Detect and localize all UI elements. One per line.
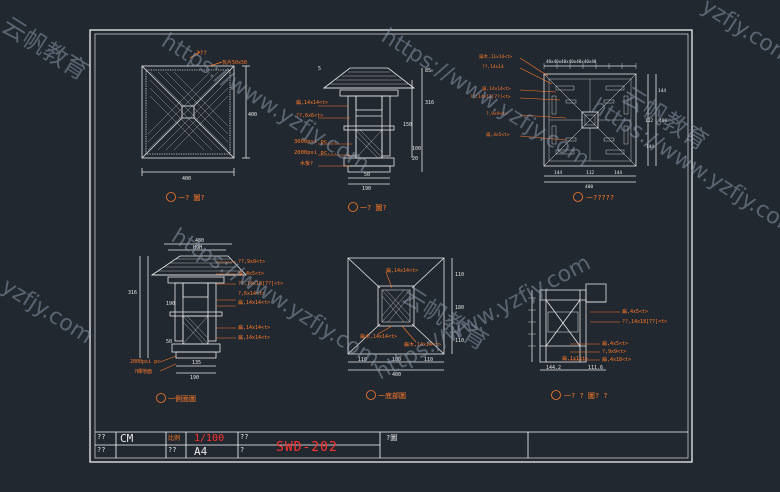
front-dim-d: 20 bbox=[412, 156, 418, 162]
top-dim-bot-total: 400 bbox=[585, 184, 593, 190]
front-elev-title: 一? 圖? bbox=[360, 204, 387, 212]
base-dim-110a: 110 bbox=[455, 272, 464, 278]
side-note5: 扁,14x14<t> bbox=[238, 299, 270, 306]
roof-note-tile: 瓦片50x50 bbox=[222, 59, 247, 66]
roof-dim-width: 400 bbox=[182, 176, 191, 182]
inner-border bbox=[94, 33, 689, 459]
front-dim-base2: 190 bbox=[362, 186, 371, 192]
detail-note6: 扁,1x1<t> bbox=[562, 355, 588, 362]
base-note1: 扁,14x14<t> bbox=[386, 267, 418, 274]
front-dim-base1: 50 bbox=[364, 172, 370, 178]
top-dim-bot3: 144 bbox=[614, 170, 622, 176]
tb-cell-b: 比例 bbox=[168, 435, 181, 442]
tb-cell-a: ?? bbox=[97, 433, 106, 441]
side-note2: 扁,4x5<t> bbox=[238, 270, 264, 277]
side-note8: 2000psi pc bbox=[130, 359, 160, 365]
front-note4: 2000psi pc... bbox=[294, 150, 337, 156]
tb-cell-d: ?? bbox=[168, 446, 177, 454]
side-dim-190: 190 bbox=[166, 301, 175, 307]
roof-plan-title: 一? 圖? bbox=[178, 194, 205, 202]
top-dim-bot1: 144 bbox=[554, 170, 562, 176]
top-dim-right-mid2: 400 bbox=[659, 118, 667, 124]
title-block bbox=[95, 431, 688, 458]
tb-cell-f: ? bbox=[240, 446, 245, 454]
base-note2: 扁木,14x14<t> bbox=[360, 333, 397, 340]
tb-size: A4 bbox=[194, 445, 208, 458]
front-note3: 3000psi pc... bbox=[294, 139, 337, 145]
detail-title: 一? ? 圖? ? bbox=[564, 392, 608, 400]
side-dim-316: 316 bbox=[128, 290, 137, 296]
top-note1: 扁木,11x14<t> bbox=[479, 53, 513, 60]
side-elev-title: 一側面圖 bbox=[168, 394, 196, 403]
side-note4: ?,6x14<t> bbox=[238, 291, 265, 297]
detail-note1: 扁,4x5<t> bbox=[622, 308, 648, 315]
base-dim-180: 180 bbox=[455, 305, 464, 311]
top-note2: ??,14x14 bbox=[482, 64, 504, 70]
detail-note2: ??,14x18[7?]<t> bbox=[622, 319, 667, 325]
tb-scale: 1/100 bbox=[194, 433, 225, 444]
front-note2: ??,6x6<t> bbox=[296, 113, 323, 119]
front-dim-a: 85 bbox=[425, 68, 431, 74]
base-plan-view bbox=[347, 257, 453, 400]
top-dim-right-mid: 112 bbox=[645, 118, 653, 124]
detail-note3: 扁,4x5<t> bbox=[602, 340, 628, 347]
side-note7: 扁,14x14<t> bbox=[238, 334, 270, 341]
detail-dim-144: 144.2 bbox=[546, 365, 561, 371]
side-elevation-view bbox=[139, 243, 247, 403]
side-dim-bot2: 190 bbox=[190, 375, 199, 381]
top-plan-view bbox=[519, 57, 657, 202]
side-note1: ??,9x9<t> bbox=[238, 259, 265, 265]
side-dim-bot1: 135 bbox=[192, 360, 201, 366]
top-dim-right-bot: 144 bbox=[646, 144, 654, 150]
base-dim-400: 400 bbox=[392, 372, 401, 378]
front-dim-b: 150 bbox=[403, 122, 412, 128]
tb-cell-cm: CM bbox=[120, 432, 134, 445]
roof-plan-view bbox=[141, 51, 250, 202]
top-note4: ??,14x12[7?]<t> bbox=[470, 94, 511, 100]
tb-cell-e: ?? bbox=[240, 433, 249, 441]
top-plan-title: 一????? bbox=[586, 194, 614, 202]
front-dim-c: 100 bbox=[412, 146, 421, 152]
front-note5: 木板? bbox=[300, 160, 313, 167]
side-dim-480: 480 bbox=[195, 238, 204, 244]
tb-cell-c: ?? bbox=[97, 446, 106, 454]
base-dim-110d: 110 bbox=[424, 357, 433, 363]
side-note3: ??,14x18[7?]<t> bbox=[238, 281, 283, 287]
side-note9: ?磚地面 bbox=[134, 368, 152, 375]
detail-view bbox=[528, 283, 620, 400]
tb-cell-g: ?圖 bbox=[386, 434, 398, 442]
base-note3: 扁木,14x14<t> bbox=[404, 341, 441, 348]
tb-drawing-no: SWD-202 bbox=[276, 440, 338, 455]
top-dim-bot2: 112 bbox=[586, 170, 594, 176]
front-note1: 扁,14x14<t> bbox=[296, 99, 328, 106]
front-elevation-view bbox=[318, 67, 423, 212]
roof-note-top: ??? bbox=[196, 50, 207, 57]
roof-dim-height: 400 bbox=[248, 112, 257, 118]
detail-note5: 扁,4x18<t> bbox=[602, 356, 631, 363]
top-note3: 扁,14x14<t> bbox=[482, 85, 511, 92]
top-note5: ?,9x9<t> bbox=[486, 111, 508, 117]
sheet-border bbox=[89, 29, 693, 463]
front-dim-top: 5 bbox=[318, 66, 321, 72]
front-dim-height: 316 bbox=[425, 100, 434, 106]
top-note6: 扁,4x5<t> bbox=[486, 131, 510, 138]
base-plan-title: 一底部圖 bbox=[378, 391, 406, 400]
side-dim-h: H9H bbox=[193, 245, 202, 251]
side-dim-50: 50 bbox=[166, 339, 172, 345]
detail-dim-111: 111.6 bbox=[588, 365, 603, 371]
top-dim-top: 40x40x40x40x40x40x40 bbox=[546, 59, 597, 64]
base-dim-110b: 110 bbox=[455, 338, 464, 344]
top-dim-right-top: 144 bbox=[658, 88, 666, 94]
detail-note4: ?,9x9<t> bbox=[602, 349, 626, 355]
side-note6: 扁,14x14<t> bbox=[238, 324, 270, 331]
base-dim-180b: 180 bbox=[392, 357, 401, 363]
base-dim-110c: 110 bbox=[358, 357, 367, 363]
